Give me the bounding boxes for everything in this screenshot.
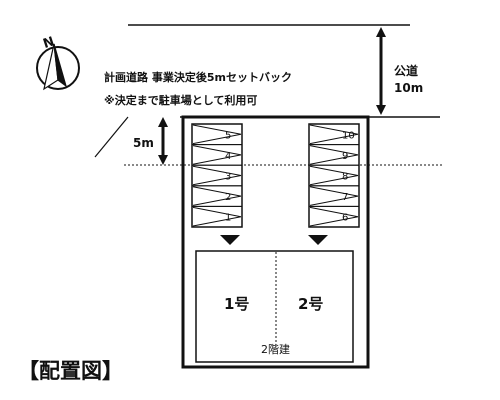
parking-slot-number: 10 bbox=[342, 130, 355, 141]
public-road-label: 公道 bbox=[394, 63, 418, 78]
setback-diagonal-line bbox=[94, 116, 129, 158]
site-boundary bbox=[181, 115, 370, 369]
driveway-arrow-right bbox=[308, 235, 328, 245]
parking-slot-number: 4 bbox=[225, 151, 231, 162]
parking-slot-number: 7 bbox=[342, 192, 348, 203]
setback-distance-label: 5m bbox=[133, 136, 154, 150]
building-floors-label: 2階建 bbox=[261, 342, 290, 356]
parking-slot-number: 6 bbox=[342, 213, 348, 224]
public-road-width: 10m bbox=[394, 81, 423, 95]
parking-slot-number: 5 bbox=[225, 130, 231, 141]
driveway-arrow-left bbox=[220, 235, 240, 245]
unit-1-label: 1号 bbox=[224, 295, 249, 313]
parking-slot-6: 6 bbox=[308, 205, 360, 228]
parking-slot-1: 1 bbox=[191, 205, 243, 228]
parking-slot-number: 2 bbox=[225, 192, 231, 203]
road-plan-note-line1: 計画道路 事業決定後5mセットバック bbox=[104, 70, 292, 84]
road-plan-note-line2: ※決定まで駐車場として利用可 bbox=[104, 93, 257, 107]
diagram-title: 【配置図】 bbox=[18, 359, 123, 383]
compass-icon: N bbox=[36, 34, 80, 91]
unit-2-label: 2号 bbox=[298, 295, 323, 313]
compass-north-label: N bbox=[41, 34, 56, 52]
building-footprint bbox=[195, 250, 354, 363]
parking-slot-number: 9 bbox=[342, 151, 348, 162]
parking-slot-number: 8 bbox=[342, 172, 348, 183]
parking-column-right: 10 9 8 7 6 bbox=[308, 123, 360, 228]
parking-slot-number: 3 bbox=[225, 172, 231, 183]
parking-slot-number: 1 bbox=[225, 213, 231, 224]
parking-column-left: 5 4 3 2 1 bbox=[191, 123, 243, 228]
